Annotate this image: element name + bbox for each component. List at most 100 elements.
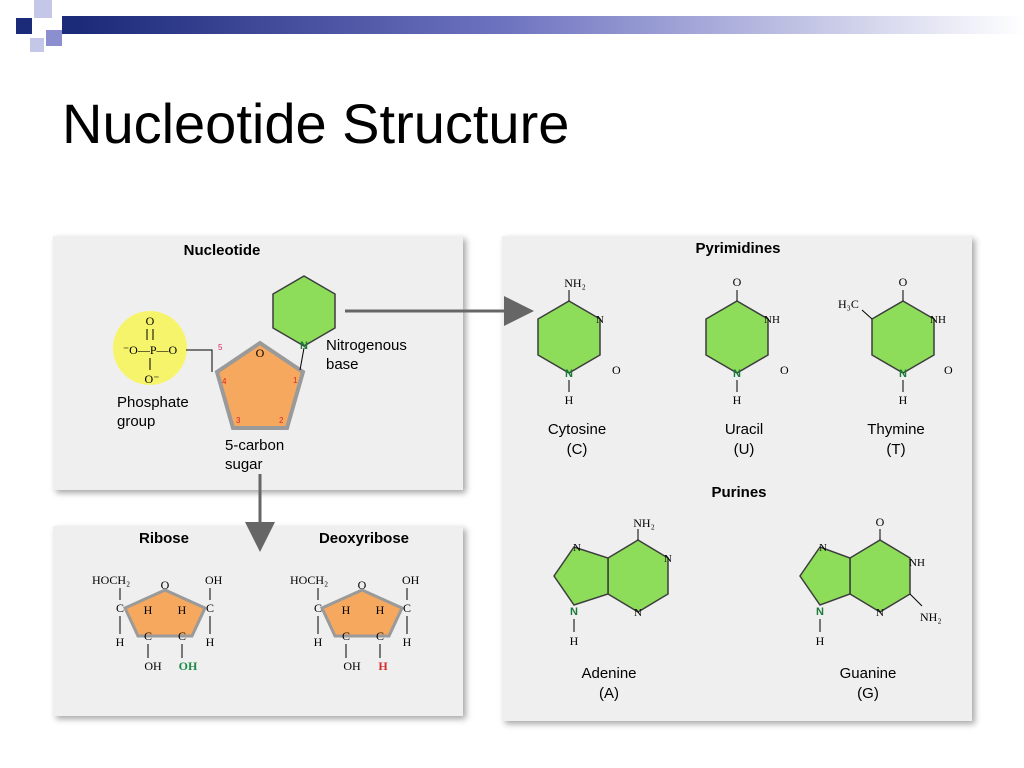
guanine-n9: N <box>816 606 824 618</box>
ribose-c3: C <box>144 629 152 643</box>
adenine-name: Adenine <box>581 665 636 682</box>
sugar-base-bond <box>299 347 305 371</box>
guanine-nh2-bond <box>909 593 923 607</box>
ribose-oh-bottom-right: OH <box>179 659 198 673</box>
ribose-ring-o: O <box>161 578 170 592</box>
thymine-o: O <box>944 363 953 377</box>
cytosine-o: O <box>612 363 621 377</box>
deoxyribose-h1: H <box>403 635 412 649</box>
ribose-c4: C <box>116 601 124 615</box>
corner-square-light-3 <box>30 38 44 52</box>
sugar-pentagon <box>214 340 306 430</box>
base-n-atom: N <box>300 340 308 352</box>
guanine-n7: N <box>819 542 827 554</box>
ribose-c1: C <box>206 601 214 615</box>
deoxyribose-hoch2: HOCH₂ <box>290 573 328 587</box>
ribose-oh-right: OH <box>205 573 223 587</box>
ribose-pentagon <box>123 588 207 638</box>
base-label-2: base <box>326 356 359 373</box>
uracil-n: N <box>733 368 741 380</box>
deoxyribose-pentagon <box>320 588 404 638</box>
cytosine-abbr: (C) <box>567 441 588 458</box>
thymine-structure: O H₃C NH O N H Thymine (T) <box>838 275 953 458</box>
uracil-right-n: NH <box>764 314 780 326</box>
purines-heading: Purines <box>711 484 766 501</box>
deoxyribose-c1: C <box>403 601 411 615</box>
pyrimidines-heading: Pyrimidines <box>695 240 780 257</box>
cytosine-n: N <box>565 368 573 380</box>
ribose-heading: Ribose <box>139 530 189 547</box>
thymine-right-n: NH <box>930 314 946 326</box>
cytosine-h: H <box>565 393 574 407</box>
adenine-six-ring <box>607 539 669 613</box>
sugar-label-1: 5-carbon <box>225 437 284 454</box>
thymine-methyl-bond <box>861 309 873 320</box>
carbon-number-4: 4 <box>222 377 227 386</box>
adenine-n1: N <box>664 553 672 565</box>
cytosine-ring <box>537 300 601 374</box>
cytosine-name: Cytosine <box>548 421 606 438</box>
guanine-structure: O N NH NH₂ N N H Guanine (G) <box>799 515 942 702</box>
thymine-abbr: (T) <box>886 441 905 458</box>
guanine-five-ring <box>799 546 851 606</box>
adenine-abbr: (A) <box>599 685 619 702</box>
phosphate-label-1: Phosphate <box>117 394 189 411</box>
ribose-h1: H <box>206 635 215 649</box>
uracil-top: O <box>733 275 742 289</box>
thymine-top: O <box>899 275 908 289</box>
guanine-h: H <box>816 634 825 648</box>
header-gradient-bar <box>80 16 1024 34</box>
guanine-nh: NH <box>909 557 925 569</box>
uracil-h: H <box>733 393 742 407</box>
sugar-ring-o: O <box>256 346 265 360</box>
ribose-hoch2: HOCH₂ <box>92 573 130 587</box>
phosphate-sugar-bond <box>186 349 213 372</box>
thymine-h: H <box>899 393 908 407</box>
base-hexagon <box>272 275 336 347</box>
thymine-methyl: H₃C <box>838 297 859 311</box>
uracil-ring <box>705 300 769 374</box>
deoxyribose-h-bottom-right: H <box>378 659 388 673</box>
ribose-oh-bottom-left: OH <box>144 659 162 673</box>
deoxyribose-oh-right: OH <box>402 573 420 587</box>
guanine-n3: N <box>876 607 884 619</box>
uracil-abbr: (U) <box>734 441 755 458</box>
adenine-five-ring <box>553 546 609 606</box>
corner-square-navy-2 <box>62 16 80 34</box>
uracil-name: Uracil <box>725 421 763 438</box>
adenine-n3: N <box>634 607 642 619</box>
corner-square-light-2 <box>46 30 62 46</box>
cytosine-right-n: N <box>596 314 604 326</box>
adenine-n7: N <box>573 542 581 554</box>
ribose-h3: H <box>144 603 153 617</box>
thymine-n: N <box>899 368 907 380</box>
slide-title: Nucleotide Structure <box>62 92 570 155</box>
deoxyribose-h4: H <box>314 635 323 649</box>
cytosine-structure: NH₂ N O N H Cytosine (C) <box>537 276 621 458</box>
carbon-number-5: 5 <box>218 343 223 352</box>
ribose-h2: H <box>178 603 187 617</box>
deoxyribose-h3: H <box>342 603 351 617</box>
corner-square-navy-1 <box>16 18 32 34</box>
deoxyribose-c3: C <box>342 629 350 643</box>
uracil-o: O <box>780 363 789 377</box>
phosphate-top-o: O <box>146 314 155 328</box>
phosphate-row: ⁻O—P—O <box>123 343 178 357</box>
sugar-label-2: sugar <box>225 456 263 473</box>
guanine-nh2: NH₂ <box>920 610 942 624</box>
nucleotide-heading: Nucleotide <box>184 242 261 259</box>
deoxyribose-structure: Deoxyribose HOCH₂ O OH C C H H C C H H O… <box>290 530 420 673</box>
thymine-name: Thymine <box>867 421 925 438</box>
phosphate-circle <box>113 311 187 385</box>
ribose-h4: H <box>116 635 125 649</box>
phosphate-bottom-o: O⁻ <box>145 372 160 386</box>
deoxyribose-c2: C <box>376 629 384 643</box>
uracil-structure: O NH O N H Uracil (U) <box>705 275 789 458</box>
carbon-number-1: 1 <box>293 376 298 385</box>
adenine-structure: NH₂ N N N N H Adenine (A) <box>553 516 672 702</box>
adenine-top: NH₂ <box>633 516 655 530</box>
guanine-name: Guanine <box>840 665 897 682</box>
cytosine-top: NH₂ <box>564 276 586 290</box>
adenine-n9: N <box>570 606 578 618</box>
